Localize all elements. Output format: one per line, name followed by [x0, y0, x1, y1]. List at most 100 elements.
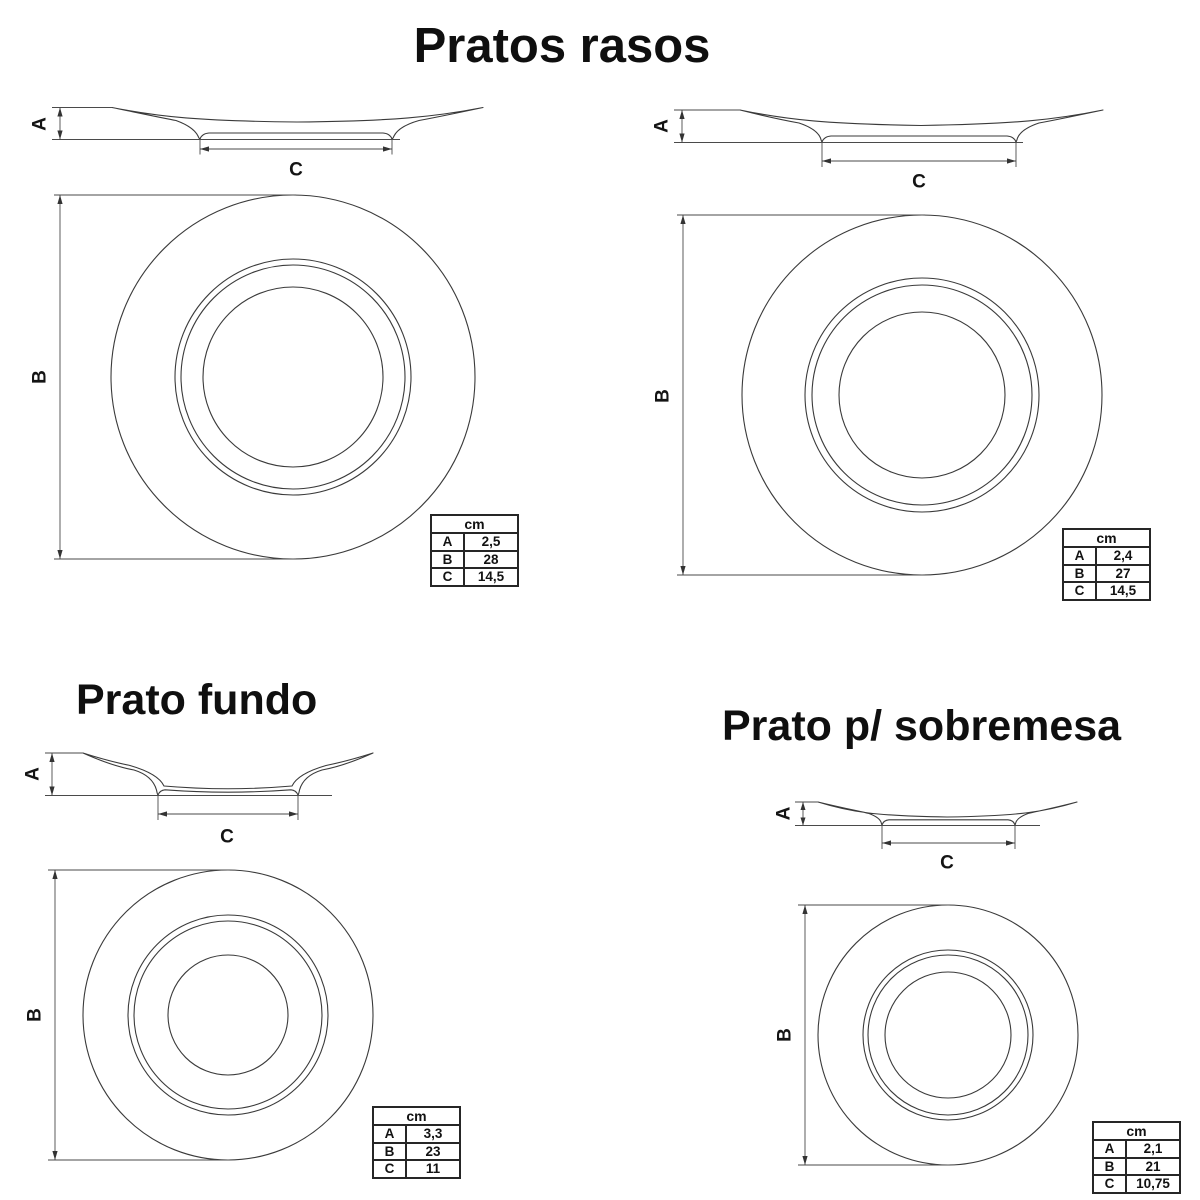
dim-key-cell: A — [430, 532, 465, 552]
dimension-label-c: C — [220, 827, 234, 848]
dimension-label-a: A — [652, 119, 673, 133]
dimension-a: A — [23, 752, 332, 796]
dimension-c: C — [881, 826, 1016, 874]
arrowhead — [800, 817, 806, 826]
dimension-c: C — [821, 143, 1017, 193]
plate1-top-view: B — [30, 194, 476, 560]
plate2-top-view: B — [653, 214, 1103, 576]
arrowhead — [57, 550, 63, 559]
plate-profile — [111, 106, 484, 140]
arrowhead — [57, 107, 63, 117]
arrowhead — [1006, 840, 1015, 846]
dimension-b: B — [775, 904, 950, 1166]
dimension-c: C — [157, 796, 299, 848]
table-row: C 11 — [372, 1159, 461, 1179]
arrowhead — [158, 811, 167, 817]
arrowhead — [52, 870, 58, 879]
table-row: B 21 — [1092, 1156, 1181, 1176]
dimension-b: B — [25, 869, 230, 1161]
arrowhead — [679, 133, 685, 143]
arrowhead — [383, 146, 392, 152]
dim-key-cell: C — [430, 567, 465, 587]
plate-shoulder-inner-circle — [180, 264, 406, 490]
arrowhead — [200, 146, 209, 152]
arrowhead — [822, 158, 831, 164]
table-row: C 14,5 — [430, 567, 519, 587]
plate-outer-rim-circle — [110, 194, 476, 560]
measurements-table-raso1: cm A 2,5 B 28 C 14,5 — [430, 514, 519, 587]
dimension-label-b: B — [30, 370, 51, 384]
dim-value-cell: 2,4 — [1095, 546, 1151, 566]
table-row: B 28 — [430, 549, 519, 569]
dimension-a: A — [30, 107, 400, 140]
arrowhead — [57, 130, 63, 140]
dimension-label-a: A — [774, 806, 795, 820]
dimension-c: C — [199, 140, 393, 181]
section-title-prato-sobremesa: Prato p/ sobremesa — [722, 702, 1122, 750]
dim-key-cell: C — [372, 1159, 407, 1179]
arrowhead — [802, 905, 808, 914]
measurements-table-fundo: cm A 3,3 B 23 C 11 — [372, 1106, 461, 1179]
plate3-top-view: B — [25, 869, 374, 1161]
dim-value-cell: 23 — [405, 1141, 461, 1161]
plate-shoulder-circle — [862, 949, 1034, 1121]
arrowhead — [52, 1151, 58, 1160]
plate-shoulder-inner-circle — [867, 954, 1029, 1116]
dim-value-cell: 3,3 — [405, 1124, 461, 1144]
arrowhead — [679, 110, 685, 119]
plate-outer-rim-circle — [817, 904, 1079, 1166]
plate-well-circle — [202, 286, 384, 468]
dimension-b: B — [30, 194, 296, 560]
plate-shoulder-circle — [174, 258, 412, 496]
dim-value-cell: 27 — [1095, 563, 1151, 583]
table-row: B 23 — [372, 1141, 461, 1161]
dim-key-cell: B — [430, 549, 465, 569]
dim-key-cell: C — [1062, 581, 1097, 601]
plate3-side-view: A C — [23, 752, 374, 848]
dimension-label-a: A — [23, 767, 44, 781]
plate-shoulder-inner-circle — [133, 920, 323, 1110]
table-row: B 27 — [1062, 563, 1151, 583]
section-title-prato-fundo: Prato fundo — [76, 676, 318, 724]
table-row: A 2,4 — [1062, 546, 1151, 566]
dim-value-cell: 2,5 — [463, 532, 519, 552]
dim-key-cell: A — [1092, 1139, 1127, 1159]
plate-profile — [739, 109, 1104, 143]
plate-profile — [817, 801, 1078, 826]
plate1-side-view: A C — [30, 106, 484, 181]
dimension-a: A — [774, 801, 1040, 826]
dim-value-cell: 11 — [405, 1159, 461, 1179]
arrowhead — [57, 195, 63, 204]
dim-value-cell: 14,5 — [463, 567, 519, 587]
table-row: C 10,75 — [1092, 1174, 1181, 1194]
arrowhead — [680, 215, 686, 224]
plate-outer-rim-circle — [82, 869, 374, 1161]
dimension-label-b: B — [25, 1008, 46, 1022]
dimension-a: A — [652, 109, 1023, 143]
table-row: A 2,1 — [1092, 1139, 1181, 1159]
dimension-label-c: C — [940, 853, 954, 874]
arrowhead — [289, 811, 298, 817]
table-row: A 2,5 — [430, 532, 519, 552]
dimension-b: B — [653, 214, 925, 576]
dim-key-cell: B — [1062, 563, 1097, 583]
measurements-table-raso2: cm A 2,4 B 27 C 14,5 — [1062, 528, 1151, 601]
dimension-label-c: C — [289, 160, 303, 181]
plate4-top-view: B — [775, 904, 1079, 1166]
dim-value-cell: 14,5 — [1095, 581, 1151, 601]
unit-header: cm — [430, 514, 519, 534]
dim-key-cell: A — [372, 1124, 407, 1144]
measurements-table-sobremesa: cm A 2,1 B 21 C 10,75 — [1092, 1121, 1181, 1194]
dim-value-cell: 28 — [463, 549, 519, 569]
dim-key-cell: A — [1062, 546, 1097, 566]
plate-outer-rim-circle — [741, 214, 1103, 576]
arrowhead — [800, 802, 806, 810]
dim-value-cell: 10,75 — [1125, 1174, 1181, 1194]
arrowhead — [49, 753, 55, 762]
dim-value-cell: 21 — [1125, 1156, 1181, 1176]
table-row: A 3,3 — [372, 1124, 461, 1144]
dim-key-cell: B — [372, 1141, 407, 1161]
plate-well-circle — [167, 954, 289, 1076]
dim-key-cell: B — [1092, 1156, 1127, 1176]
